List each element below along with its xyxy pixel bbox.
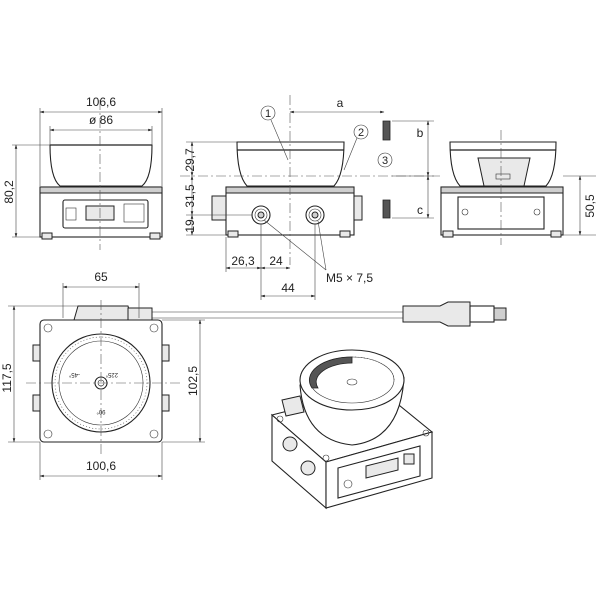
callout-3-label: 3	[382, 155, 388, 167]
mounting-plate-section: b c 3	[377, 120, 434, 219]
dim-top-inner-label: 102,5	[186, 366, 200, 396]
dim-edge-to-hole-label: 26,3	[231, 254, 255, 268]
dim-width-label: 106,6	[86, 95, 116, 109]
dim-a-label: a	[337, 96, 344, 110]
dim-rear-height-label: 50,5	[583, 194, 597, 218]
dim-top-depth-label: 117,5	[0, 363, 14, 392]
side-dome-outline	[236, 141, 345, 187]
dim-height-label: 80,2	[2, 180, 16, 204]
thread-spec-label: M5 × 7,5	[326, 271, 373, 285]
cable-gland-housing	[477, 157, 531, 187]
dim-dome-height-label: 29,7	[183, 148, 197, 172]
cable	[150, 311, 405, 319]
dial-label-left: -45°	[68, 371, 80, 377]
top-view: -45° 225° 90° 65 100,6 117,5 102,5	[0, 270, 507, 480]
m5-hole-left	[251, 205, 271, 225]
front-view: 106,6 ø 86 80,2	[2, 95, 163, 250]
dim-gland-width-label: 65	[94, 270, 108, 284]
rear-view: 50,5	[440, 130, 597, 245]
callout-2-label: 2	[358, 127, 364, 139]
callout-1-label: 1	[265, 108, 271, 120]
cable-connector	[402, 301, 471, 327]
dim-hole-to-center-label: 24	[269, 254, 283, 268]
dim-hole-spacing-label: 44	[281, 281, 295, 295]
dome-outline	[49, 144, 153, 187]
dim-top-width-label: 100,6	[86, 459, 116, 473]
m5-hole-right	[305, 205, 325, 225]
dim-hole-height-label: 19	[183, 219, 197, 233]
dim-b-label: b	[417, 126, 424, 140]
dial-label-right: 225°	[105, 371, 118, 377]
dim-upper-base-label: 31,5	[183, 184, 197, 208]
side-view: 29,7 31,5 19 26,3 24 44 M5 × 7,5 1 2 a	[180, 95, 440, 300]
dim-c-label: c	[417, 203, 423, 217]
isometric-view	[270, 349, 434, 510]
dim-diameter-label: ø 86	[89, 113, 113, 127]
